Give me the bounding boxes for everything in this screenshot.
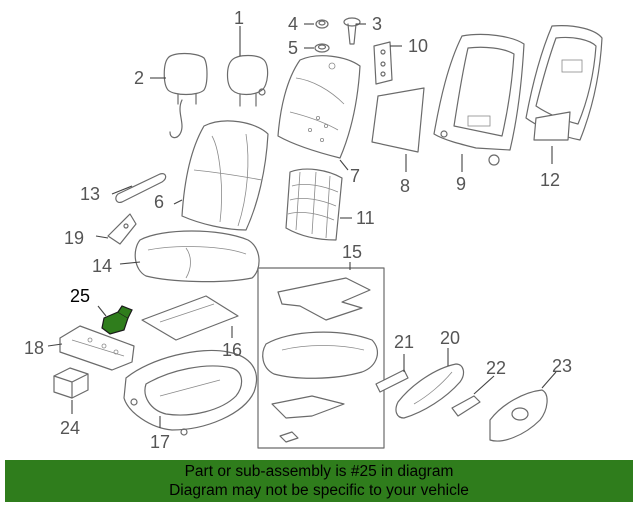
callout-4: 4 — [288, 14, 298, 34]
part-8-back-panel — [371, 87, 425, 153]
callout-14: 14 — [92, 256, 112, 276]
callout-13: 13 — [80, 184, 100, 204]
part-25-highlighted[interactable] — [101, 305, 133, 335]
parts-diagram: 1 2 3 4 5 6 7 8 9 10 11 12 13 14 15 16 1… — [24, 8, 603, 452]
part-23-control-module — [489, 389, 548, 442]
callout-7: 7 — [350, 166, 360, 186]
callout-labels: 1 2 3 4 5 6 7 8 9 10 11 12 13 14 15 16 1… — [24, 8, 572, 452]
part-1-headrest — [226, 54, 269, 107]
banner-line-2: Diagram may not be specific to your vehi… — [169, 482, 469, 499]
part-7-seatback-cover — [277, 55, 361, 159]
callout-5: 5 — [288, 38, 298, 58]
callout-15: 15 — [342, 242, 362, 262]
part-9-seatback-frame — [433, 33, 525, 166]
part-11-spring-mat — [285, 168, 343, 241]
callout-22: 22 — [486, 358, 506, 378]
banner-line-1: Part or sub-assembly is #25 in diagram — [184, 463, 454, 480]
callout-18: 18 — [24, 338, 44, 358]
callout-24: 24 — [60, 418, 80, 438]
part-10-bracket — [373, 41, 393, 85]
part-2-headrest — [163, 52, 208, 139]
part-19-bracket — [107, 213, 137, 245]
callout-2: 2 — [134, 68, 144, 88]
callout-12: 12 — [540, 170, 560, 190]
callout-10: 10 — [408, 36, 428, 56]
part-17-seat-frame — [123, 349, 258, 436]
part-22-switch — [451, 395, 481, 417]
callout-20: 20 — [440, 328, 460, 348]
leader-lines — [47, 23, 557, 428]
callout-16: 16 — [222, 340, 242, 360]
callout-19: 19 — [64, 228, 84, 248]
part-3-guide — [343, 17, 361, 45]
callout-25: 25 — [70, 286, 90, 306]
callout-1: 1 — [234, 8, 244, 28]
part-21-bracket — [375, 369, 409, 393]
part-4-cap — [315, 19, 329, 29]
info-banner: Part or sub-assembly is #25 in diagram D… — [5, 460, 633, 502]
part-5-cap — [314, 43, 330, 53]
callout-8: 8 — [400, 176, 410, 196]
part-6-seatback-trim — [181, 120, 269, 231]
part-20-side-shield — [395, 363, 465, 419]
part-12-rear-shell — [525, 25, 603, 141]
part-15-cushion-group — [257, 267, 385, 449]
part-14-seat-cushion — [134, 230, 260, 283]
callout-9: 9 — [456, 174, 466, 194]
callout-6: 6 — [154, 192, 164, 212]
callout-11: 11 — [356, 208, 375, 228]
part-24-module — [53, 367, 89, 399]
callout-23: 23 — [552, 356, 572, 376]
callout-21: 21 — [394, 332, 414, 352]
part-18-module — [59, 325, 135, 371]
callout-3: 3 — [372, 14, 382, 34]
part-13-trim-strip — [115, 173, 167, 203]
callout-17: 17 — [150, 432, 170, 452]
part-16-seat-pad — [141, 295, 239, 341]
